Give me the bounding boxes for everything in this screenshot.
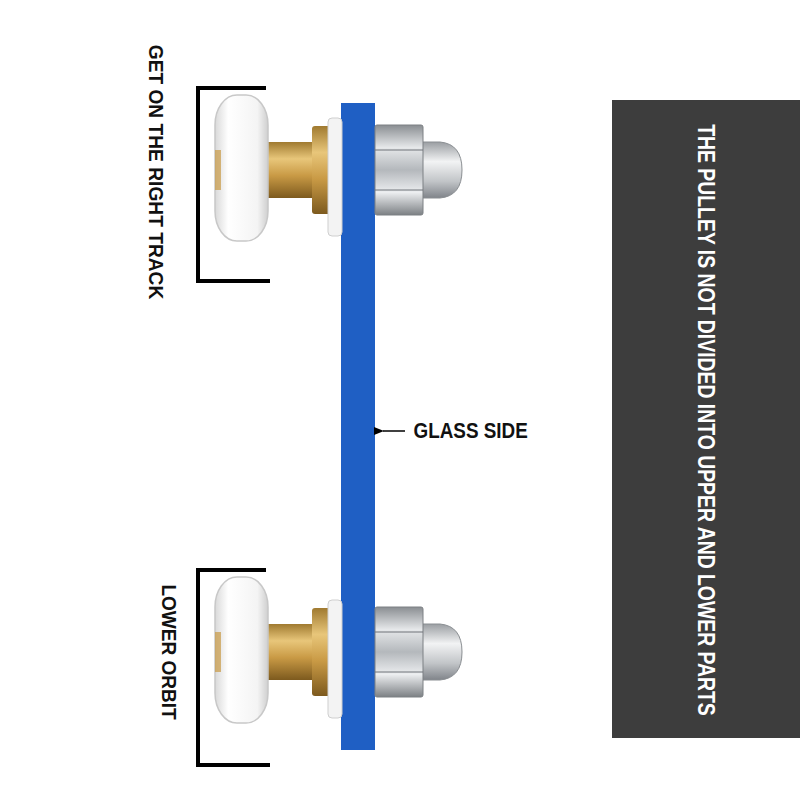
wheel: [215, 95, 268, 241]
hex-nut: [375, 125, 423, 215]
note-text: THE PULLEY IS NOT DIVIDED INTO UPPER AND…: [694, 124, 718, 716]
glass-panel: [341, 103, 375, 750]
cap-dome: [418, 142, 462, 198]
part-label: GET ON THE RIGHT TRACK: [146, 45, 166, 300]
part-label: LOWER ORBIT: [159, 584, 179, 719]
brass-shaft: [262, 142, 316, 198]
roller-assembly: [215, 577, 462, 723]
pointer-arrow: [383, 430, 405, 432]
bracket: [198, 570, 270, 765]
nut-facet: [375, 190, 423, 191]
bracket: [198, 88, 270, 281]
washer: [328, 118, 342, 236]
wheel-bearing: [215, 150, 221, 190]
nut-facet: [375, 150, 423, 151]
roller-assembly: [215, 95, 462, 241]
note-panel: THE PULLEY IS NOT DIVIDED INTO UPPER AND…: [612, 100, 800, 738]
part-label: GLASS SIDE: [413, 420, 527, 442]
